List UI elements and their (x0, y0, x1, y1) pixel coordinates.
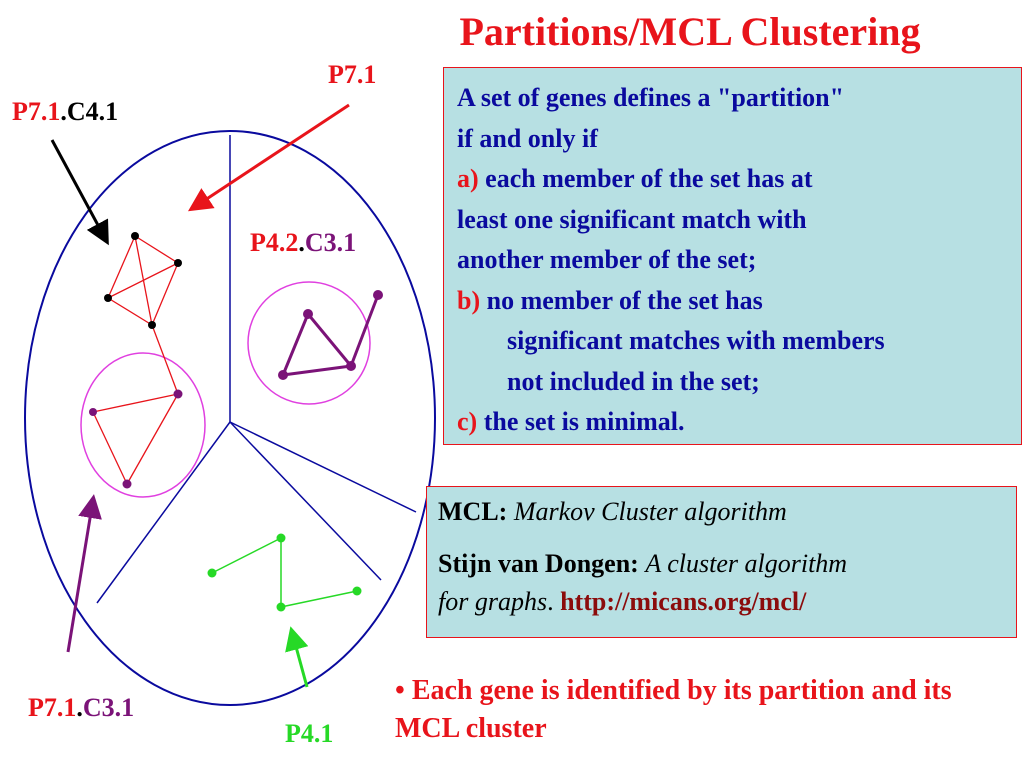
citation-title-2: for graphs (438, 587, 548, 616)
definition-line-1: A set of genes defines a "partition" (457, 83, 845, 112)
mcl-reference-box: MCL: Markov Cluster algorithm Stijn van … (426, 486, 1017, 638)
item-c-text: the set is minimal. (477, 407, 685, 436)
label-cluster: C4.1 (66, 97, 119, 126)
item-a-text: each member of the set has at (478, 164, 813, 193)
arrow-p41 (285, 626, 309, 688)
bullet-note: • Each gene is identified by its partiti… (395, 672, 1005, 748)
bullet-icon: • (395, 675, 405, 706)
citation-author: Stijn van Dongen: (438, 549, 639, 578)
graph-p42-c31 (281, 294, 380, 377)
mcl-label: MCL: (438, 497, 508, 526)
label-separator: . (60, 97, 67, 126)
label-p71: P7.1 (328, 60, 377, 89)
marker-b: b) (457, 285, 481, 315)
divider-right (229, 421, 417, 513)
graph-p42-nodes (278, 290, 383, 380)
graph-p71-c31 (92, 393, 179, 485)
label-partition: P7.1 (28, 693, 77, 722)
definition-item-b-line-2: significant matches with members (507, 326, 885, 355)
note-text: Each gene is identified by its partition… (395, 675, 952, 744)
label-p42-c31: P4.2.C3.1 (250, 228, 356, 258)
label-separator: . (76, 693, 83, 722)
graph-p41 (211, 537, 358, 608)
label-p41: P4.1 (285, 719, 334, 748)
definition-item-a-line-2: least one significant match with (457, 204, 807, 234)
label-p71-c31: P7.1.C3.1 (28, 693, 134, 723)
definition-item-b: b) no member of the set has (457, 281, 1011, 322)
slide-title: Partitions/MCL Clustering (459, 9, 921, 54)
label-cluster: C3.1 (82, 693, 135, 722)
partition-definition-box: A set of genes defines a "partition" if … (443, 67, 1022, 445)
partition-diagram (24, 103, 436, 706)
cluster-circle-p71-c31 (80, 352, 206, 498)
label-p71-c41: P7.1.C4.1 (12, 97, 118, 127)
definition-item-b-line-3: not included in the set; (507, 366, 760, 396)
citation-title: A cluster algorithm (645, 549, 848, 578)
definition-item-a-line-3: another member of the set; (457, 245, 757, 274)
marker-a: a) (457, 164, 479, 193)
graph-p71-c41 (107, 235, 179, 395)
citation-period: . (547, 587, 554, 616)
partition-oval (24, 130, 436, 706)
label-partition: P4.2 (250, 228, 299, 257)
label-cluster: C3.1 (304, 228, 357, 257)
definition-item-a: a) each member of the set has at (457, 159, 1011, 200)
divider-lower-right (229, 421, 382, 581)
cluster-circle-p42-c31 (247, 281, 371, 405)
divider-lower-left (96, 421, 231, 604)
mcl-line: MCL: Markov Cluster algorithm (438, 493, 1006, 531)
marker-c: c) (457, 407, 478, 436)
arrow-p71 (187, 103, 350, 212)
mcl-url-link[interactable]: http://micans.org/mcl/ (560, 587, 807, 616)
item-b-text: no member of the set has (480, 285, 763, 315)
arrow-p71-c41 (50, 139, 109, 246)
graph-p71-c41-nodes (104, 232, 182, 329)
mcl-name: Markov Cluster algorithm (513, 497, 787, 526)
mcl-citation: Stijn van Dongen: A cluster algorithm fo… (438, 545, 1006, 621)
graph-p71-c31-nodes (89, 389, 183, 489)
graph-p41-nodes (207, 533, 362, 612)
arrow-p71-c31 (66, 494, 102, 653)
label-separator: . (298, 228, 305, 257)
definition-item-c: c) the set is minimal. (457, 402, 1011, 443)
label-partition: P7.1 (12, 97, 61, 126)
definition-line-2: if and only if (457, 123, 598, 153)
